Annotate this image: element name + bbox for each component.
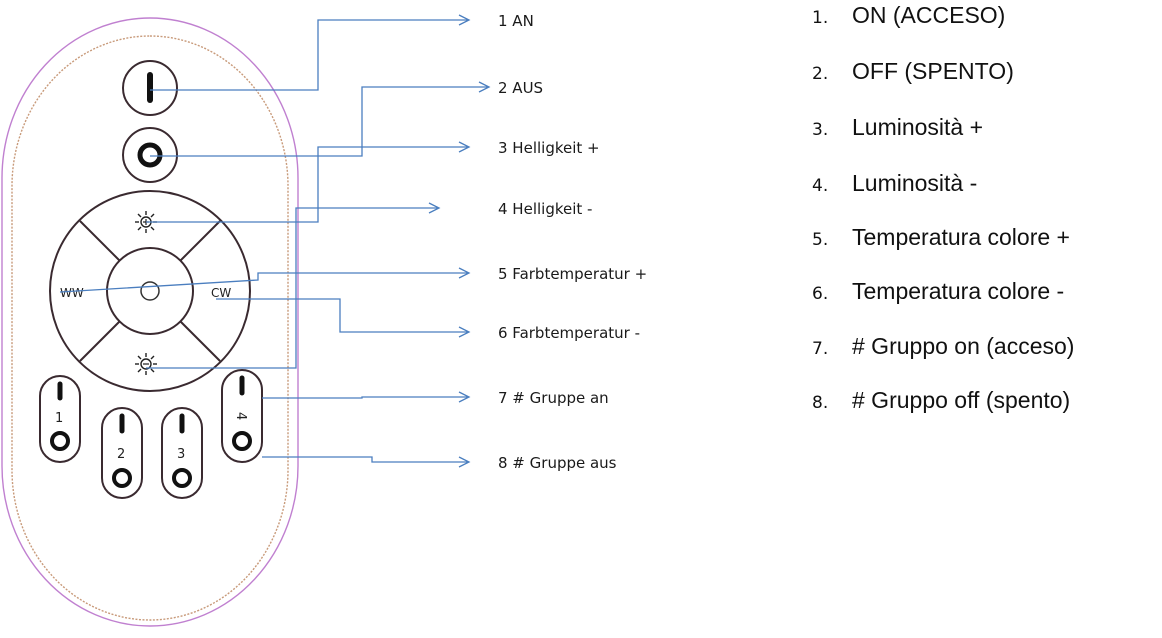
list-item-text: Temperatura colore + bbox=[852, 224, 1070, 250]
list-item-number: 4. bbox=[812, 176, 829, 196]
connector-7 bbox=[262, 391, 471, 403]
label-de-8: 8 # Gruppe aus bbox=[498, 454, 617, 472]
list-item: 8. # Gruppo off (spento) bbox=[812, 387, 1070, 414]
list-item-text: ON (ACCESO) bbox=[852, 2, 1006, 28]
list-item-text: Luminosità - bbox=[852, 170, 978, 196]
off-button bbox=[122, 127, 178, 183]
list-item: 2. OFF (SPENTO) bbox=[812, 58, 1014, 85]
connector-4 bbox=[146, 202, 441, 369]
group-1-button: 1 bbox=[39, 375, 81, 463]
list-item-number: 2. bbox=[812, 64, 829, 84]
list-item: 7. # Gruppo on (acceso) bbox=[812, 333, 1074, 360]
brightness-down-icon bbox=[135, 353, 157, 375]
label-de-3: 3 Helligkeit + bbox=[498, 139, 600, 157]
ring-pad bbox=[49, 190, 251, 392]
connector-8 bbox=[262, 456, 471, 468]
label-de-5: 5 Farbtemperatur + bbox=[498, 265, 647, 283]
label-de-6: 6 Farbtemperatur - bbox=[498, 324, 640, 342]
list-item-number: 1. bbox=[812, 8, 829, 28]
ww-label: WW bbox=[60, 286, 84, 300]
list-item-text: # Gruppo off (spento) bbox=[852, 387, 1071, 413]
group-2-number: 2 bbox=[117, 447, 125, 462]
group-1-number: 1 bbox=[55, 411, 63, 426]
group-4-number: 4 bbox=[233, 412, 248, 420]
list-item-number: 5. bbox=[812, 230, 829, 250]
connector-1 bbox=[150, 14, 471, 91]
remote-outer-outline bbox=[1, 17, 299, 627]
list-item-number: 8. bbox=[812, 393, 829, 413]
group-3-button: 3 bbox=[161, 407, 203, 499]
list-item: 5. Temperatura colore + bbox=[812, 224, 1070, 251]
list-item: 4. Luminosità - bbox=[812, 170, 977, 197]
group-4-button: 4 bbox=[221, 369, 263, 463]
connector-6 bbox=[216, 298, 471, 338]
list-item-number: 7. bbox=[812, 339, 829, 359]
cw-label: CW bbox=[211, 286, 231, 300]
list-item-text: Temperatura colore - bbox=[852, 278, 1065, 304]
group-3-number: 3 bbox=[177, 447, 185, 462]
connector-5 bbox=[59, 267, 471, 293]
group-2-button: 2 bbox=[101, 407, 143, 499]
connector-3 bbox=[146, 141, 471, 223]
label-de-7: 7 # Gruppe an bbox=[498, 389, 609, 407]
connector-2 bbox=[150, 81, 491, 157]
list-item-text: OFF (SPENTO) bbox=[852, 58, 1014, 84]
label-de-4: 4 Helligkeit - bbox=[498, 200, 592, 218]
label-de-1: 1 AN bbox=[498, 12, 534, 30]
list-item-number: 6. bbox=[812, 284, 829, 304]
on-button bbox=[122, 60, 178, 116]
list-item: 1. ON (ACCESO) bbox=[812, 2, 1005, 29]
label-de-2: 2 AUS bbox=[498, 79, 543, 97]
list-item: 6. Temperatura colore - bbox=[812, 278, 1064, 305]
center-button bbox=[140, 281, 160, 301]
list-item-text: # Gruppo on (acceso) bbox=[852, 333, 1075, 359]
list-item-number: 3. bbox=[812, 120, 829, 140]
list-item: 3. Luminosità + bbox=[812, 114, 983, 141]
remote-inner-outline bbox=[11, 35, 289, 621]
list-item-text: Luminosità + bbox=[852, 114, 984, 140]
